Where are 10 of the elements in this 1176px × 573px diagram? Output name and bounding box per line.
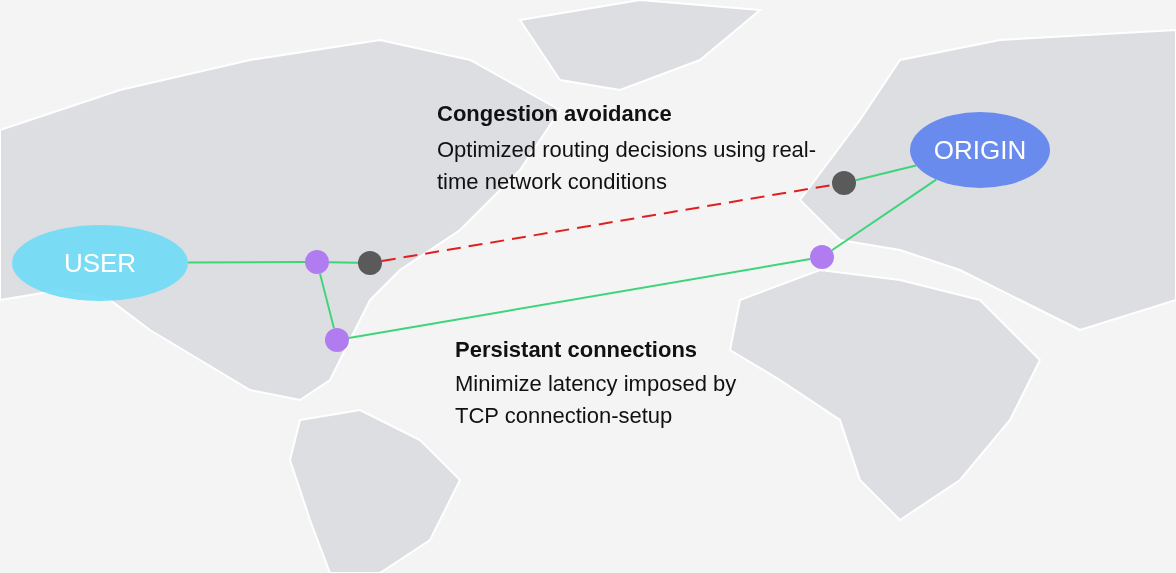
connection-line — [187, 261, 306, 264]
connection-line — [319, 272, 335, 330]
connection-line — [854, 164, 918, 182]
heading-text: Persistant connections — [455, 336, 698, 364]
description-text: Minimize latency imposed by TCP connection-setup — [455, 370, 738, 430]
connection-line — [347, 258, 812, 339]
heading-text: Congestion avoidance — [437, 100, 672, 128]
connection-line — [830, 178, 938, 252]
connection-line — [328, 261, 359, 264]
description-text: Optimized routing decisions using real-time network conditions — [437, 136, 818, 196]
